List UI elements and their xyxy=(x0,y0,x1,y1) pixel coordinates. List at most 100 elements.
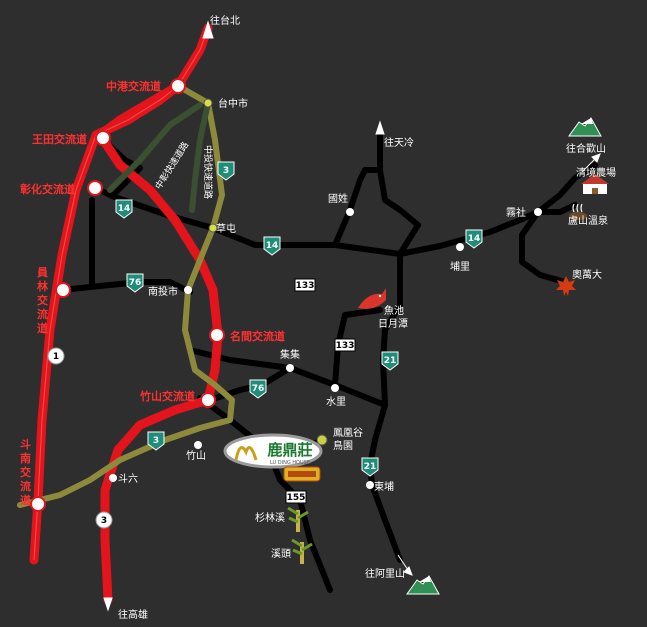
label-qingjing: 清境農場 xyxy=(576,166,616,179)
svg-text:1: 1 xyxy=(53,352,59,362)
arrow-hehuan-icon xyxy=(591,153,601,163)
route-wushe-lushan xyxy=(535,202,578,215)
bamboo-xitou-icon xyxy=(291,538,313,564)
zhongzhang-expressway xyxy=(107,102,203,193)
label-taichung: 台中市 xyxy=(218,97,248,110)
label-caotun: 草屯 xyxy=(216,222,236,235)
mountain-alishan-icon xyxy=(406,575,440,595)
route-133 xyxy=(332,307,383,388)
route-shields: 14 14 14 3 3 76 76 21 xyxy=(47,161,483,529)
dot-wushe xyxy=(534,208,542,216)
svg-text:76: 76 xyxy=(252,384,265,394)
shield-133b: 133 xyxy=(334,338,356,352)
dot-douliu xyxy=(109,474,117,482)
dot-fenghuanggu xyxy=(316,434,328,446)
shield-21a: 21 xyxy=(381,351,399,371)
bamboo-shanlinxi-icon xyxy=(287,506,309,532)
expressway-3 xyxy=(17,83,235,508)
food-sign-icon xyxy=(283,466,321,482)
interchange-yuanlin-marker xyxy=(55,282,71,298)
label-dounan: 斗 南 交 流 道 xyxy=(20,438,35,507)
label-nantou: 南投市 xyxy=(148,285,178,298)
label-shuili: 水里 xyxy=(326,396,346,408)
shield-3a: 3 xyxy=(217,161,235,181)
svg-text:133: 133 xyxy=(296,281,315,291)
arrow-tianleng-icon xyxy=(375,120,385,135)
label-wangtian: 王田交流道 xyxy=(32,132,87,146)
brand-mark-icon xyxy=(234,446,258,461)
label-lushan: 盧山溫泉 xyxy=(568,214,608,227)
svg-text:21: 21 xyxy=(364,462,377,472)
label-yuchi: 魚池 xyxy=(384,304,404,317)
dot-taichung xyxy=(203,98,213,108)
label-xitou: 溪頭 xyxy=(271,548,291,560)
label-tianleng: 往天冷 xyxy=(384,136,414,149)
label-douliu: 斗六 xyxy=(118,473,138,485)
hot-spring-icon xyxy=(569,203,587,220)
svg-text:14: 14 xyxy=(118,204,131,214)
label-kaohsiung: 往高雄 xyxy=(118,608,148,621)
route-14-branch-aowanda xyxy=(519,209,568,285)
label-jiji: 集集 xyxy=(280,348,300,361)
label-mingjian: 名間交流道 xyxy=(230,329,285,343)
label-birdpark: 鳥園 xyxy=(333,439,353,452)
svg-text:76: 76 xyxy=(129,278,142,288)
svg-text:3: 3 xyxy=(101,516,107,526)
brand-name: 鹿鼎莊 xyxy=(267,441,312,459)
svg-text:155: 155 xyxy=(287,493,306,503)
dot-dongpu xyxy=(366,481,374,489)
label-zhushan-town: 竹山 xyxy=(186,449,206,462)
freeway-3 xyxy=(95,81,223,605)
svg-text:14: 14 xyxy=(468,234,481,244)
svg-text:133: 133 xyxy=(336,341,355,351)
shield-133a: 133 xyxy=(294,278,316,292)
dot-zhushan xyxy=(194,441,202,449)
arrow-kaohsiung-icon xyxy=(103,597,113,612)
mountain-hehuan-icon xyxy=(568,117,602,137)
shield-76a: 76 xyxy=(126,273,144,293)
dot-guoxing xyxy=(346,208,354,216)
shield-3c: 3 xyxy=(95,511,113,529)
interchange-zhushan-marker xyxy=(200,392,216,408)
shield-76b: 76 xyxy=(249,379,267,399)
dot-shuili xyxy=(331,384,339,392)
label-changhua: 彰化交流道 xyxy=(20,182,75,196)
label-wushe: 霧社 xyxy=(506,206,526,219)
farm-house-icon xyxy=(581,174,609,194)
shield-1: 1 xyxy=(47,347,65,365)
dot-nantou xyxy=(184,286,192,294)
interchange-wangtian-marker xyxy=(95,130,111,146)
zhongtou-label: 中投快速道路 xyxy=(202,145,214,199)
label-dongpu: 東埔 xyxy=(374,480,394,493)
brand-logo[interactable]: 鹿鼎莊 LU DING HOUSE xyxy=(223,433,323,469)
shield-155: 155 xyxy=(285,490,307,504)
label-aowanda: 奧萬大 xyxy=(572,268,602,281)
label-zhonggang: 中港交流道 xyxy=(106,79,161,93)
brand-sub: LU DING HOUSE xyxy=(270,460,310,466)
svg-text:3: 3 xyxy=(153,436,159,446)
interchange-dounan-marker xyxy=(30,496,46,512)
shield-14c: 14 xyxy=(465,229,483,249)
label-guoxing: 國姓 xyxy=(328,192,348,205)
shield-14b: 14 xyxy=(263,236,281,256)
label-hehuanshan: 往合歡山 xyxy=(566,142,606,155)
fish-icon xyxy=(358,288,386,309)
label-zhushan-ic: 竹山交流道 xyxy=(139,389,195,403)
interchange-changhua-marker xyxy=(87,180,103,196)
direction-arrows xyxy=(103,20,601,612)
interchange-mingjian-marker xyxy=(209,327,225,343)
label-taipei: 往台北 xyxy=(210,14,240,27)
label-yuanlin-1: 員 xyxy=(36,266,48,279)
shield-14a: 14 xyxy=(115,199,133,219)
label-shanlinxi: 杉林溪 xyxy=(255,511,285,524)
label-yuanlin: 員 林 交 流 道 xyxy=(36,266,52,335)
dot-puli xyxy=(456,243,464,251)
route-21 xyxy=(367,251,403,563)
svg-text:3: 3 xyxy=(223,166,229,176)
maple-leaf-icon xyxy=(556,276,576,296)
arrow-alishan-icon xyxy=(403,566,413,576)
label-sunmoonlake: 日月潭 xyxy=(378,318,408,330)
svg-text:21: 21 xyxy=(384,356,397,366)
